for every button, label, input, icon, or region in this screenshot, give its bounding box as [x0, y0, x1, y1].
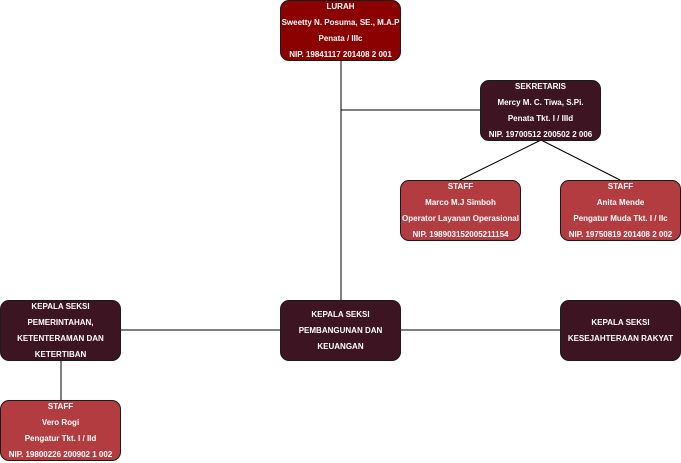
sekretaris-name: Mercy M. C. Tiwa, S.Pi. [497, 97, 584, 107]
sekretaris-box: SEKRETARIS Mercy M. C. Tiwa, S.Pi. Penat… [480, 80, 601, 141]
staff-marco-title: STAFF [447, 181, 474, 191]
staff-anita-nip: NIP. 19750819 201408 2 002 [568, 229, 673, 239]
kasi-pemerintahan-line-4: KETERTIBAN [34, 349, 87, 359]
kasi-pemerintahan-line-3: KETENTERAMAN DAN [17, 333, 104, 343]
kasi-pemerintahan-box: KEPALA SEKSI PEMERINTAHAN, KETENTERAMAN … [0, 300, 121, 361]
staff-anita-name: Anita Mende [596, 197, 645, 207]
lurah-title: LURAH [326, 1, 355, 11]
staff-anita-title: STAFF [607, 181, 634, 191]
staff-marco-box: STAFF Marco M.J Simboh Operator Layanan … [400, 180, 521, 241]
staff-vero-name: Vero Rogi [41, 417, 80, 427]
kasi-pemerintahan-line-2: PEMERINTAHAN, [27, 317, 94, 327]
kasi-kesejahteraan-box: KEPALA SEKSI KESEJAHTERAAN RAKYAT [560, 300, 681, 361]
kasi-pembangunan-line-1: KEPALA SEKSI [311, 309, 370, 319]
sekretaris-nip: NIP. 19700512 200502 2 006 [488, 129, 593, 139]
staff-marco-name: Marco M.J Simboh [425, 197, 496, 207]
lurah-rank: Penata / IIIc [318, 33, 363, 43]
connector-sekretaris-marco [459, 139, 542, 181]
lurah-box: LURAH Sweetty N. Posuma, SE., M.A.P Pena… [280, 0, 401, 61]
staff-marco-nip: NIP. 198903152005211154 [412, 229, 509, 239]
kasi-kesejahteraan-line-2: KESEJAHTERAAN RAKYAT [567, 333, 674, 343]
staff-anita-rank: Pengatur Muda Tkt. I / IIc [573, 213, 668, 223]
staff-vero-rank: Pengatur Tkt. I / IId [24, 433, 97, 443]
staff-vero-box: STAFF Vero Rogi Pengatur Tkt. I / IId NI… [0, 400, 121, 461]
kasi-pembangunan-line-2: PEMBANGUNAN DAN [298, 325, 383, 335]
staff-vero-nip: NIP. 19800226 200902 1 002 [8, 449, 113, 459]
kasi-kesejahteraan-line-1: KEPALA SEKSI [591, 317, 650, 327]
lurah-nip: NIP. 19841117 201408 2 001 [289, 49, 392, 59]
staff-vero-title: STAFF [47, 401, 74, 411]
sekretaris-title: SEKRETARIS [515, 81, 566, 91]
staff-marco-rank: Operator Layanan Operasional [402, 213, 519, 223]
kasi-pembangunan-box: KEPALA SEKSI PEMBANGUNAN DAN KEUANGAN [280, 300, 401, 361]
kasi-pemerintahan-line-1: KEPALA SEKSI [31, 301, 90, 311]
staff-anita-box: STAFF Anita Mende Pengatur Muda Tkt. I /… [560, 180, 681, 241]
sekretaris-rank: Penata Tkt. I / IIId [507, 113, 574, 123]
kasi-pembangunan-line-3: KEUANGAN [317, 341, 364, 351]
lurah-name: Sweetty N. Posuma, SE., M.A.P [281, 17, 400, 27]
connector-sekretaris-anita [540, 139, 621, 181]
